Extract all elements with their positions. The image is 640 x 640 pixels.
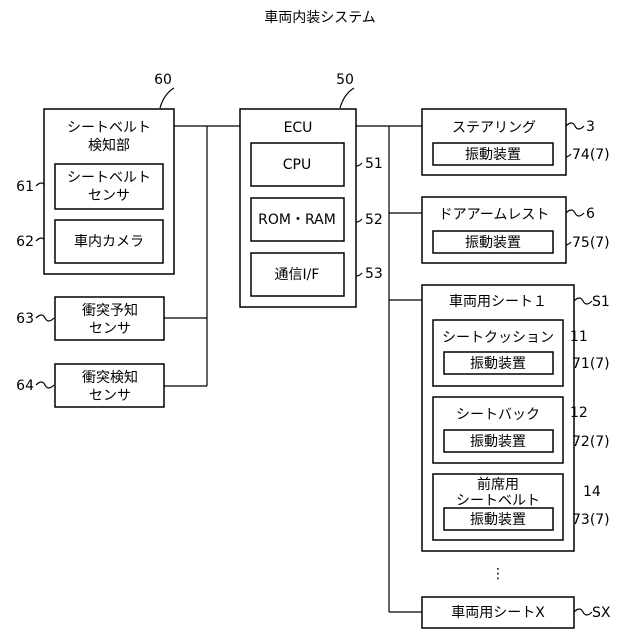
steering-ref: 3 bbox=[586, 119, 595, 135]
collision-detection-ref: 64 bbox=[16, 378, 34, 394]
seat-back-label: シートバック bbox=[456, 407, 540, 423]
vehicle-seat-1-ref: S1 bbox=[592, 294, 610, 310]
seat-cushion-vibration-device-label: 振動装置 bbox=[470, 356, 526, 372]
collision-detection-label-line1: 衝突検知 bbox=[82, 369, 138, 386]
seat-back-vibration-device-ref: 72(7) bbox=[572, 434, 610, 450]
collision-prediction-label-line1: 衝突予知 bbox=[82, 302, 138, 319]
door-armrest-vibration-device-ref: 75(7) bbox=[572, 235, 610, 251]
front-seatbelt-vibration-device-label: 振動装置 bbox=[470, 512, 526, 528]
front-seatbelt-vibration-device-ref: 73(7) bbox=[572, 512, 610, 528]
collision-prediction-label-line2: センサ bbox=[89, 321, 131, 337]
seatbelt-sensor-ref: 61 bbox=[16, 179, 34, 195]
vehicle-seat-1-label: 車両用シート１ bbox=[449, 293, 547, 310]
seat-back-ref: 12 bbox=[570, 405, 588, 421]
comm-if-ref: 53 bbox=[365, 266, 383, 282]
seatbelt-unit-label-line1: シートベルト bbox=[67, 120, 151, 136]
front-seatbelt-label-line2: シートベルト bbox=[456, 493, 540, 509]
more-seats-ellipsis: ⋮ bbox=[491, 566, 505, 582]
ecu-label: ECU bbox=[284, 120, 313, 136]
cpu-ref: 51 bbox=[365, 156, 383, 172]
seat-back-vibration-device-label: 振動装置 bbox=[470, 434, 526, 450]
steering-vibration-device-ref: 74(7) bbox=[572, 147, 610, 163]
comm-if-label: 通信I/F bbox=[275, 267, 320, 283]
seatbelt-unit-ref: 60 bbox=[154, 72, 172, 88]
collision-prediction-ref: 63 bbox=[16, 311, 34, 327]
ecu-ref: 50 bbox=[336, 72, 354, 88]
vehicle-seat-x-label: 車両用シートX bbox=[451, 604, 545, 621]
seatbelt-sensor-label-line1: シートベルト bbox=[67, 170, 151, 186]
vehicle-seat-x-ref: SX bbox=[592, 605, 611, 621]
door-armrest-label: ドアアームレスト bbox=[439, 207, 550, 223]
cpu-label: CPU bbox=[283, 157, 311, 173]
seatbelt-sensor-label-line2: センサ bbox=[88, 188, 130, 204]
front-seatbelt-ref: 14 bbox=[583, 484, 601, 500]
steering-label: ステアリング bbox=[452, 120, 536, 136]
seat-cushion-label: シートクッション bbox=[442, 330, 554, 346]
door-armrest-ref: 6 bbox=[586, 206, 595, 222]
cabin-camera-label: 車内カメラ bbox=[74, 233, 144, 250]
memory-label: ROM・RAM bbox=[258, 212, 336, 228]
memory-ref: 52 bbox=[365, 212, 383, 228]
diagram-title: 車両内装システム bbox=[264, 9, 376, 26]
door-armrest-vibration-device-label: 振動装置 bbox=[465, 235, 521, 251]
front-seatbelt-label-line1: 前席用 bbox=[477, 476, 519, 493]
collision-detection-label-line2: センサ bbox=[89, 388, 131, 404]
seat-cushion-vibration-device-ref: 71(7) bbox=[572, 356, 610, 372]
seat-cushion-ref: 11 bbox=[570, 329, 588, 345]
steering-vibration-device-label: 振動装置 bbox=[465, 147, 521, 163]
seatbelt-unit-label-line2: 検知部 bbox=[88, 137, 130, 154]
cabin-camera-ref: 62 bbox=[16, 234, 34, 250]
